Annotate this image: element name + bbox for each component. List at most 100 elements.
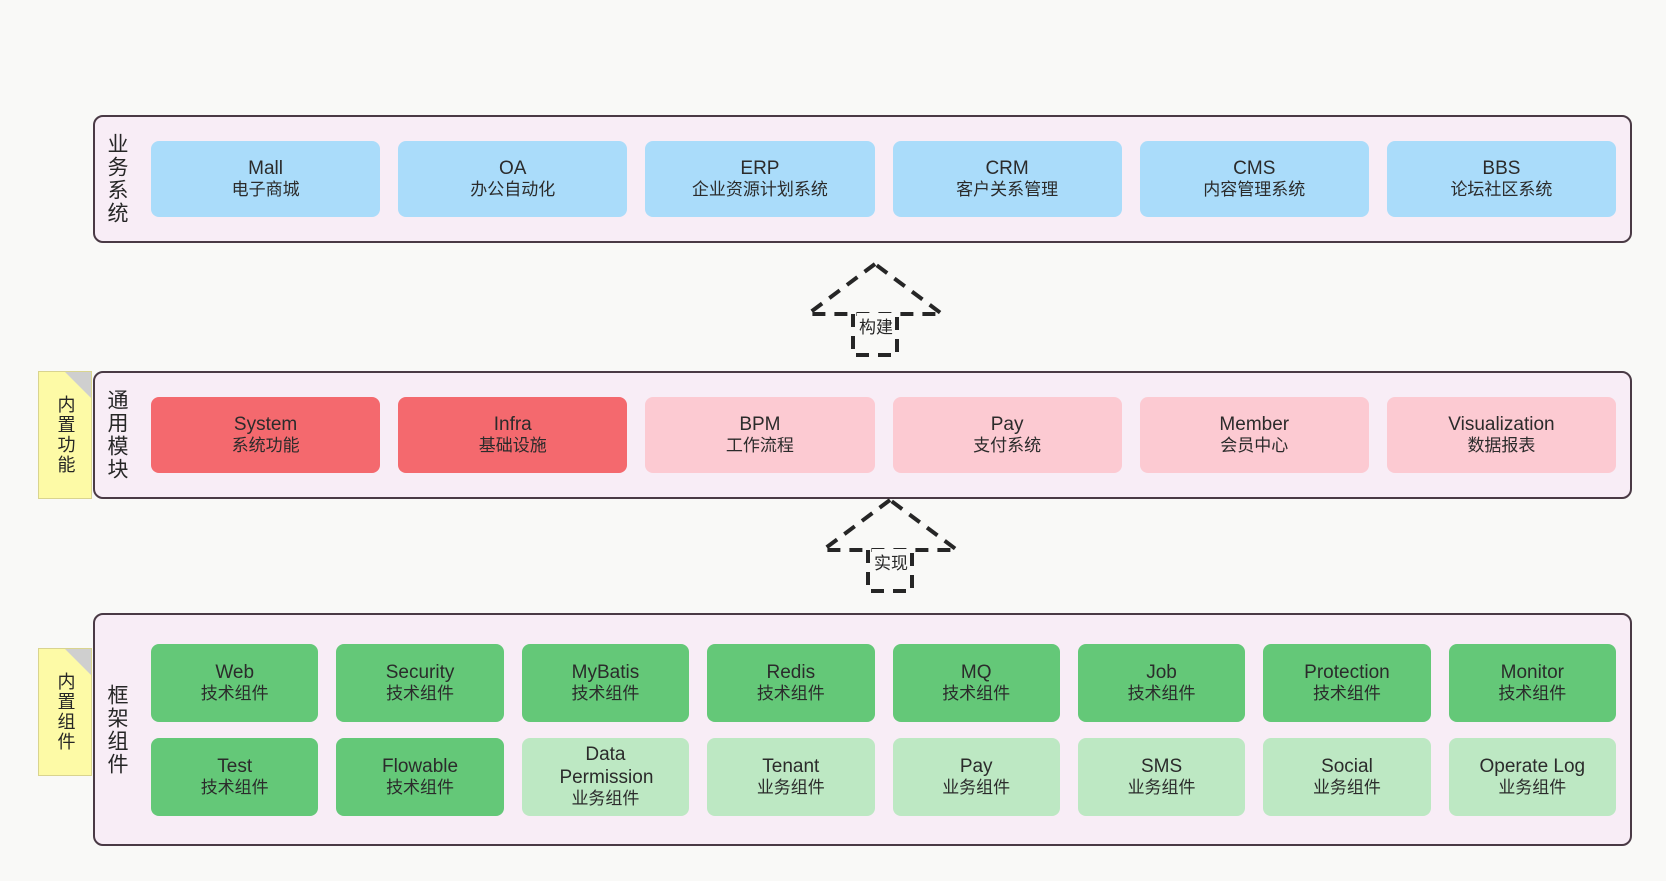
component-redis-kind: 技术组件 — [756, 683, 825, 703]
component-web-name: Web — [215, 661, 255, 683]
module-system-name: System — [233, 414, 298, 436]
layer-business-systems-body: Mall 电子商城 OA 办公自动化 ERP 企业资源计划系统 CRM 客户关系… — [137, 117, 1630, 241]
module-erp-name: ERP — [740, 158, 780, 180]
module-pay-desc: 支付系统 — [973, 436, 1042, 456]
component-protection-kind: 技术组件 — [1312, 683, 1381, 703]
layer-business-systems: 业务系统 Mall 电子商城 OA 办公自动化 ERP 企业资源计划系统 CRM… — [93, 115, 1632, 243]
component-mybatis-kind: 技术组件 — [571, 683, 640, 703]
module-crm[interactable]: CRM 客户关系管理 — [892, 141, 1122, 217]
layer-common-modules-title: 通用模块 — [105, 389, 129, 481]
connector-build: 构建 — [800, 258, 950, 358]
module-oa[interactable]: OA 办公自动化 — [398, 141, 628, 217]
component-job[interactable]: Job 技术组件 — [1077, 643, 1246, 722]
component-pay-name: Pay — [959, 755, 993, 777]
module-crm-desc: 客户关系管理 — [956, 180, 1059, 200]
connector-realize: 实现 — [815, 494, 965, 594]
component-redis[interactable]: Redis 技术组件 — [707, 643, 875, 722]
module-pay[interactable]: Pay 支付系统 — [892, 397, 1122, 473]
component-mq-kind: 技术组件 — [942, 683, 1011, 703]
module-cms[interactable]: CMS 内容管理系统 — [1139, 141, 1369, 217]
module-infra[interactable]: Infra 基础设施 — [398, 397, 628, 473]
component-monitor-kind: 技术组件 — [1498, 683, 1567, 703]
layer-business-systems-title: 业务系统 — [105, 133, 129, 225]
layer-framework-components: 框架组件 Web 技术组件 Security 技术组件 MyBatis 技术组件… — [93, 613, 1632, 846]
module-bpm[interactable]: BPM 工作流程 — [645, 397, 875, 473]
component-tenant[interactable]: Tenant 业务组件 — [707, 737, 875, 816]
module-infra-desc: 基础设施 — [478, 436, 547, 456]
note-builtin-components-label: 内置组件 — [55, 672, 76, 752]
connector-build-arrow — [801, 261, 949, 357]
component-flowable-name: Flowable — [382, 755, 459, 777]
component-data-permission-name: Data Permission — [559, 743, 654, 789]
module-member-name: Member — [1219, 414, 1290, 436]
component-sms-kind: 业务组件 — [1127, 777, 1196, 797]
component-sms-name: SMS — [1140, 755, 1183, 777]
component-operate-log-kind: 业务组件 — [1498, 777, 1567, 797]
component-pay-kind: 业务组件 — [942, 777, 1011, 797]
module-infra-name: Infra — [493, 414, 532, 436]
module-cms-name: CMS — [1233, 158, 1276, 180]
module-mall-name: Mall — [248, 158, 283, 180]
module-visualization-desc: 数据报表 — [1467, 436, 1536, 456]
module-visualization[interactable]: Visualization 数据报表 — [1386, 397, 1617, 473]
component-monitor[interactable]: Monitor 技术组件 — [1448, 643, 1616, 722]
module-oa-desc: 办公自动化 — [470, 180, 556, 200]
component-social-kind: 业务组件 — [1312, 777, 1381, 797]
component-social[interactable]: Social 业务组件 — [1263, 737, 1431, 816]
module-mall[interactable]: Mall 电子商城 — [151, 141, 381, 217]
component-tenant-name: Tenant — [762, 755, 820, 777]
note-builtin-components: 内置组件 — [38, 648, 92, 776]
component-test-kind: 技术组件 — [200, 777, 269, 797]
module-oa-name: OA — [499, 158, 527, 180]
framework-row-technical: Web 技术组件 Security 技术组件 MyBatis 技术组件 Redi… — [151, 643, 1616, 722]
component-protection-name: Protection — [1304, 661, 1390, 683]
component-security[interactable]: Security 技术组件 — [336, 643, 504, 722]
component-web-kind: 技术组件 — [200, 683, 269, 703]
common-modules-row: System 系统功能 Infra 基础设施 BPM 工作流程 Pay 支付系统… — [151, 397, 1617, 473]
layer-common-modules-body: System 系统功能 Infra 基础设施 BPM 工作流程 Pay 支付系统… — [137, 373, 1630, 497]
component-test-name: Test — [217, 755, 253, 777]
module-member[interactable]: Member 会员中心 — [1139, 397, 1369, 473]
component-data-permission[interactable]: Data Permission 业务组件 — [521, 737, 690, 816]
component-web[interactable]: Web 技术组件 — [151, 643, 319, 722]
component-monitor-name: Monitor — [1500, 661, 1564, 683]
component-pay[interactable]: Pay 业务组件 — [892, 737, 1060, 816]
component-security-name: Security — [385, 661, 455, 683]
module-erp[interactable]: ERP 企业资源计划系统 — [645, 141, 875, 217]
module-bbs[interactable]: BBS 论坛社区系统 — [1386, 141, 1617, 217]
component-security-kind: 技术组件 — [386, 683, 455, 703]
module-bpm-desc: 工作流程 — [725, 436, 794, 456]
component-job-kind: 技术组件 — [1127, 683, 1196, 703]
module-cms-desc: 内容管理系统 — [1203, 180, 1306, 200]
module-system-desc: 系统功能 — [231, 436, 300, 456]
component-protection[interactable]: Protection 技术组件 — [1263, 643, 1431, 722]
component-mybatis-name: MyBatis — [571, 661, 640, 683]
component-mq[interactable]: MQ 技术组件 — [892, 643, 1060, 722]
module-mall-desc: 电子商城 — [231, 180, 300, 200]
component-tenant-kind: 业务组件 — [756, 777, 825, 797]
layer-framework-components-title: 框架组件 — [105, 683, 129, 776]
connector-realize-arrow — [816, 497, 964, 593]
component-mybatis[interactable]: MyBatis 技术组件 — [521, 643, 690, 722]
module-bbs-desc: 论坛社区系统 — [1450, 180, 1553, 200]
component-flowable[interactable]: Flowable 技术组件 — [336, 737, 504, 816]
layer-common-modules: 通用模块 System 系统功能 Infra 基础设施 BPM 工作流程 Pay… — [93, 371, 1632, 499]
component-sms[interactable]: SMS 业务组件 — [1077, 737, 1246, 816]
module-crm-name: CRM — [985, 158, 1029, 180]
module-member-desc: 会员中心 — [1220, 436, 1289, 456]
layer-framework-components-body: Web 技术组件 Security 技术组件 MyBatis 技术组件 Redi… — [137, 615, 1630, 844]
component-job-name: Job — [1146, 661, 1177, 683]
component-operate-log[interactable]: Operate Log 业务组件 — [1448, 737, 1616, 816]
component-social-name: Social — [1321, 755, 1373, 777]
business-systems-row: Mall 电子商城 OA 办公自动化 ERP 企业资源计划系统 CRM 客户关系… — [151, 141, 1617, 217]
module-bbs-name: BBS — [1482, 158, 1521, 180]
module-bpm-name: BPM — [739, 414, 781, 436]
component-data-permission-kind: 业务组件 — [571, 789, 640, 809]
connector-build-label: 构建 — [857, 313, 895, 338]
component-test[interactable]: Test 技术组件 — [151, 737, 319, 816]
module-system[interactable]: System 系统功能 — [151, 397, 381, 473]
component-mq-name: MQ — [960, 661, 992, 683]
component-flowable-kind: 技术组件 — [386, 777, 455, 797]
component-operate-log-name: Operate Log — [1479, 755, 1586, 777]
